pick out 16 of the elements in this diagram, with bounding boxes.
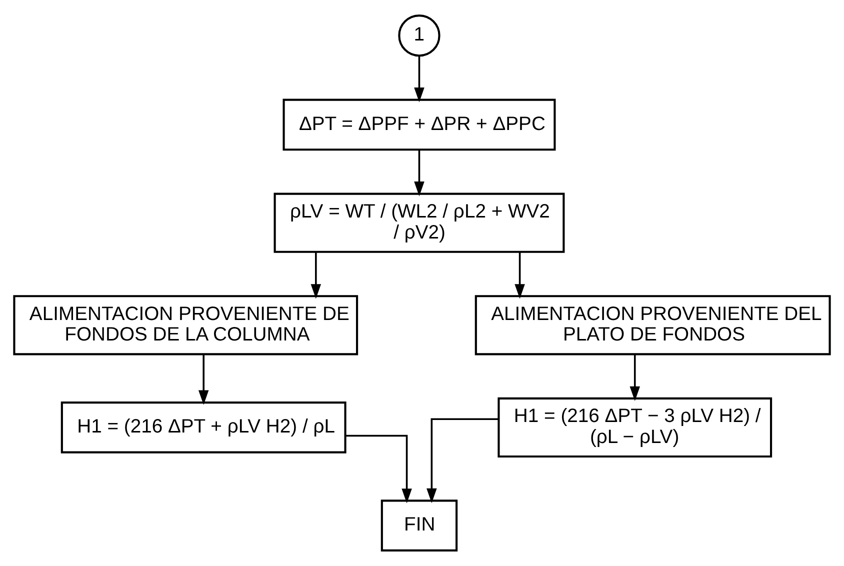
arrow <box>310 252 322 299</box>
node-box: FIN <box>380 500 458 552</box>
node-circle: 1 <box>398 14 440 57</box>
node-box: ρLV = WT / (WL2 / ρL2 + WV2 / ρV2) <box>274 192 565 253</box>
node-box: H1 = (216 ΔPT + ρLV H2) / ρL <box>60 402 346 454</box>
node-box: H1 = (216 ΔPT − 3 ρLV H2) / (ρL − ρLV) <box>498 397 772 458</box>
arrow <box>198 354 209 405</box>
arrow <box>514 252 525 299</box>
arrow <box>414 150 424 196</box>
arrow <box>346 434 412 504</box>
arrow <box>414 56 424 102</box>
node-box: ΔPT = ΔPPF + ΔPR + ΔPPC <box>282 98 556 151</box>
arrow <box>426 418 498 504</box>
node-box: ALIMENTACION PROVENIENTE DEL PLATO DE FONDOS <box>474 295 831 356</box>
node-box: ALIMENTACION PROVENIENTE DE FONDOS DE LA COLUMNA <box>13 295 358 356</box>
arrow <box>630 354 640 402</box>
